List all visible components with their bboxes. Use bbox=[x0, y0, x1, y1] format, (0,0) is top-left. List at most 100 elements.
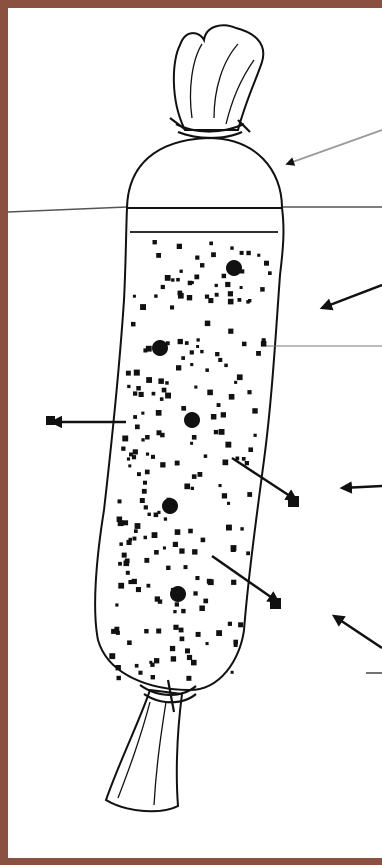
small-solute-particle bbox=[178, 291, 183, 296]
small-solute-particle bbox=[233, 640, 238, 645]
small-solute-particle bbox=[144, 558, 149, 563]
small-solute-particle bbox=[217, 403, 221, 407]
small-solute-particle bbox=[161, 285, 165, 289]
bottom-tie-tail bbox=[106, 690, 182, 811]
small-solute-particle bbox=[193, 591, 197, 595]
small-solute-particle bbox=[199, 606, 205, 612]
small-solute-particle bbox=[148, 513, 151, 516]
small-solute-particle bbox=[117, 517, 123, 523]
small-solute-particle bbox=[252, 408, 257, 413]
small-solute-particle bbox=[117, 676, 121, 680]
small-solute-particle bbox=[231, 671, 234, 674]
small-solute-particle bbox=[146, 453, 149, 456]
small-solute-particle bbox=[191, 487, 194, 490]
small-solute-particle bbox=[196, 345, 199, 348]
small-solute-particle bbox=[190, 350, 194, 354]
small-solute-particle bbox=[121, 447, 125, 451]
small-solute-particle bbox=[180, 270, 183, 273]
small-solute-particle bbox=[256, 351, 261, 356]
small-solute-particle bbox=[141, 412, 144, 415]
small-solute-particle bbox=[206, 642, 209, 645]
small-solute-particle bbox=[179, 628, 184, 633]
large-solute-molecule bbox=[152, 340, 168, 356]
small-solute-particle bbox=[143, 481, 147, 485]
small-solute-particle bbox=[152, 532, 158, 538]
small-solute-particle bbox=[122, 436, 128, 442]
small-solute-particle bbox=[247, 390, 251, 394]
small-solute-particle bbox=[141, 438, 144, 441]
small-solute-particle bbox=[228, 622, 232, 626]
small-solute-particle bbox=[178, 339, 183, 344]
small-solute-particle bbox=[152, 392, 156, 396]
small-solute-particle bbox=[227, 502, 230, 505]
top-tie-knot bbox=[174, 25, 263, 130]
small-solute-particle bbox=[146, 377, 152, 383]
small-solute-particle bbox=[154, 658, 159, 663]
small-solute-particle bbox=[257, 254, 260, 257]
small-solute-particle bbox=[123, 520, 128, 525]
small-solute-particle bbox=[134, 370, 140, 376]
small-solute-particle bbox=[226, 525, 232, 531]
small-solute-particle bbox=[211, 414, 217, 420]
small-solute-particle bbox=[155, 596, 160, 601]
small-solute-particle bbox=[228, 329, 233, 334]
small-solute-particle bbox=[116, 665, 121, 670]
small-solute-particle bbox=[237, 374, 243, 380]
small-solute-particle bbox=[188, 281, 193, 286]
small-solute-particle bbox=[136, 386, 141, 391]
small-solute-particle bbox=[171, 656, 176, 661]
small-solute-particle bbox=[207, 579, 212, 584]
small-solute-particle bbox=[109, 653, 115, 659]
small-solute-particle bbox=[195, 256, 199, 260]
small-solute-particle bbox=[144, 505, 148, 509]
small-solute-particle bbox=[165, 393, 171, 399]
small-solute-particle bbox=[118, 499, 122, 503]
small-solute-particle bbox=[116, 631, 120, 635]
small-solute-particle bbox=[248, 299, 251, 302]
small-solute-particle bbox=[254, 434, 257, 437]
small-solute-particle bbox=[191, 660, 197, 666]
small-solute-particle bbox=[204, 454, 208, 458]
small-solute-particle bbox=[150, 663, 154, 667]
small-solute-particle bbox=[142, 489, 147, 494]
small-solute-particle bbox=[209, 242, 213, 246]
small-solute-particle bbox=[119, 542, 123, 546]
small-solute-particle bbox=[133, 537, 137, 541]
small-solute-particle bbox=[181, 609, 185, 613]
small-solute-particle bbox=[222, 493, 227, 498]
small-solute-particle bbox=[133, 415, 137, 419]
small-solute-particle bbox=[215, 293, 219, 297]
water-surface-left bbox=[8, 207, 127, 212]
small-solute-particle bbox=[154, 550, 159, 555]
large-solute-molecule bbox=[184, 412, 200, 428]
small-solute-particle bbox=[175, 529, 181, 535]
small-solute-particle bbox=[211, 252, 216, 257]
small-solute-particle bbox=[160, 462, 165, 467]
small-solute-particle bbox=[194, 386, 197, 389]
small-solute-particle bbox=[145, 470, 150, 475]
small-solute-particle bbox=[122, 553, 127, 558]
small-solute-particle bbox=[238, 622, 243, 627]
small-solute-particle bbox=[214, 430, 218, 434]
small-solute-particle bbox=[224, 364, 228, 368]
small-solute-particle bbox=[231, 580, 236, 585]
small-solute-particle bbox=[225, 282, 230, 287]
small-solute-particle bbox=[144, 629, 148, 633]
small-solute-particle bbox=[139, 392, 144, 397]
small-solute-particle bbox=[215, 284, 218, 287]
small-solute-particle bbox=[216, 630, 222, 636]
small-solute-particle bbox=[154, 294, 157, 297]
pointer-arrow-water bbox=[342, 486, 382, 488]
small-solute-particle bbox=[219, 429, 225, 435]
small-solute-particle bbox=[175, 461, 180, 466]
large-solute-molecule bbox=[226, 260, 242, 276]
small-solute-particle bbox=[156, 629, 161, 634]
small-solute-particle bbox=[135, 664, 139, 668]
small-solute-particle bbox=[158, 378, 164, 384]
pointer-arrow-membrane bbox=[334, 616, 382, 648]
pointer-arrow-solution bbox=[322, 285, 382, 308]
small-solute-particle bbox=[240, 527, 243, 530]
small-solute-particle bbox=[131, 322, 136, 327]
small-solute-particle bbox=[222, 274, 227, 279]
small-solute-particle bbox=[194, 275, 199, 280]
